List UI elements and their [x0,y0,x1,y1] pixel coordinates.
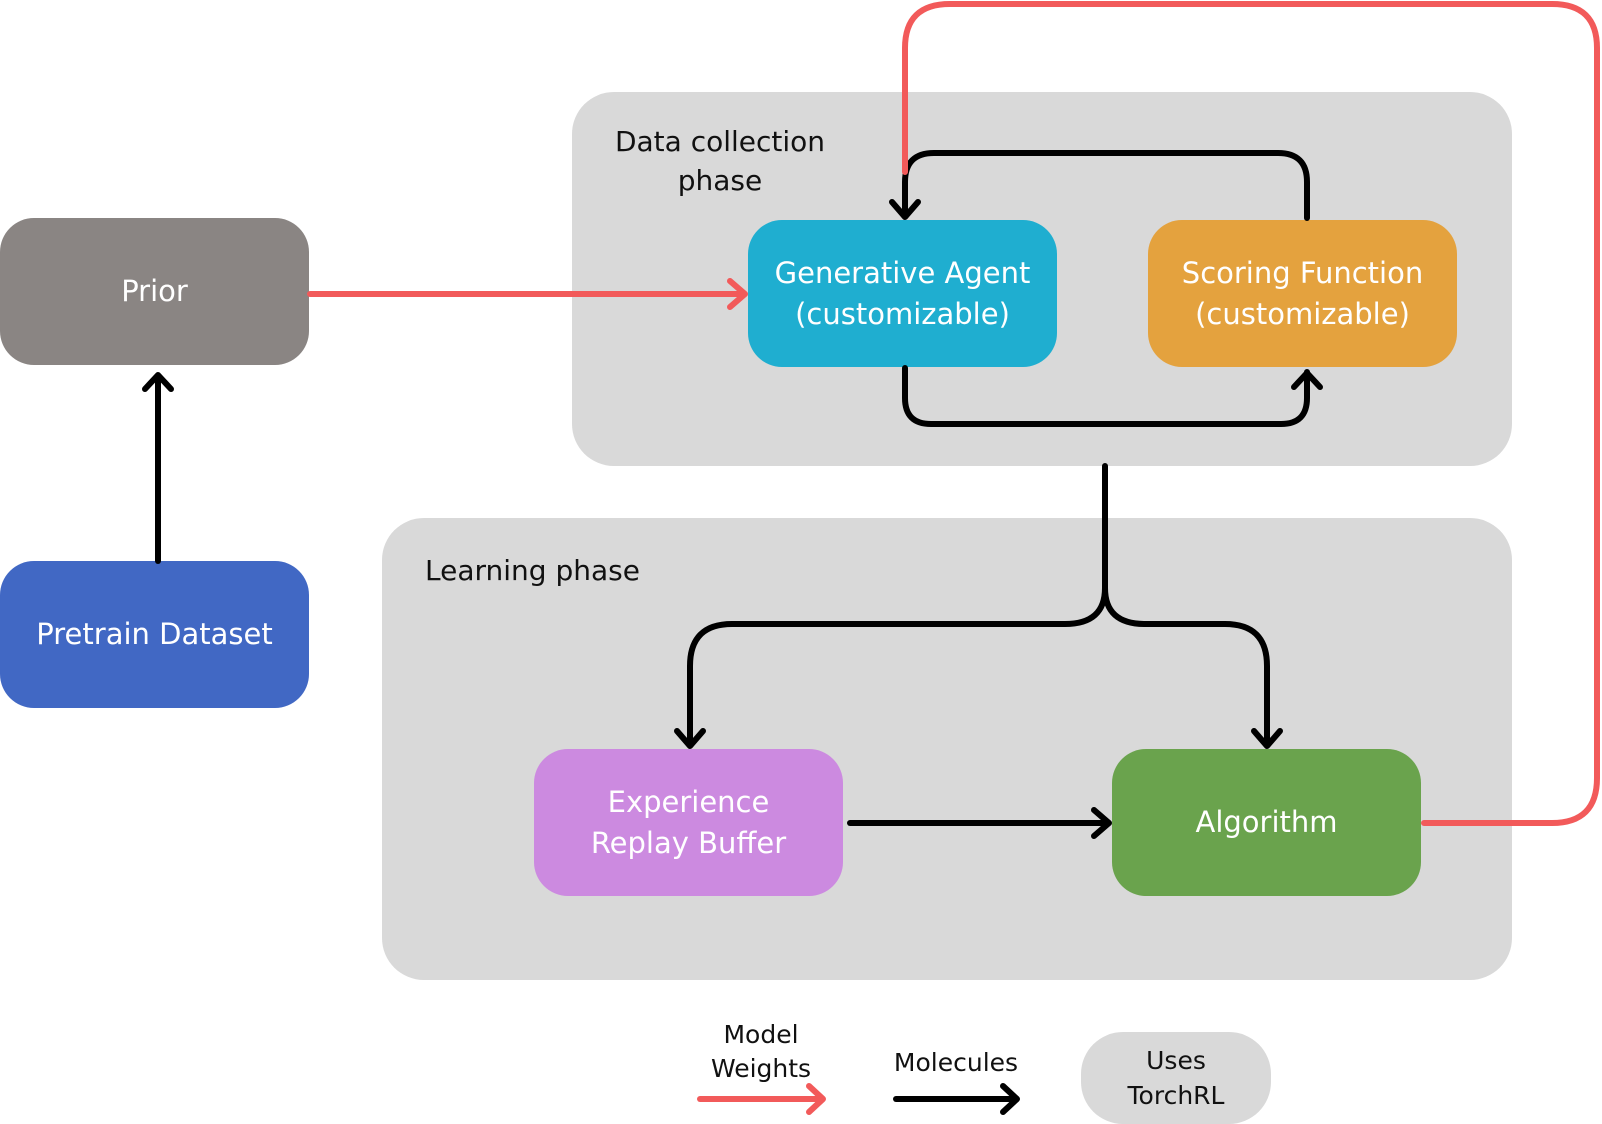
learning-phase-label: Learning phase [425,554,640,587]
algorithm-label: Algorithm [1195,805,1338,839]
legend-model-weights-label: Model Weights [710,1020,812,1083]
experience-replay-buffer-node: Experience Replay Buffer [534,749,843,896]
pretrain-dataset-label: Pretrain Dataset [36,617,273,651]
scoring-to-agent-arrow [902,150,1310,221]
generative-agent-node: Generative Agent (customizable) [748,220,1057,367]
algorithm-to-agent-weights-arrow [902,1,1600,826]
scoring-function-label: Scoring Function (customizable) [1181,255,1424,331]
legend-molecules-arrowhead [1000,1083,1020,1115]
buffer-to-algorithm-arrowhead [1091,807,1112,839]
legend-uses-torchrl: Uses TorchRL [1081,1032,1271,1124]
algorithm-node: Algorithm [1112,749,1421,896]
split-to-algorithm-arrowhead [1251,728,1283,749]
data-collection-phase-label: Data collection phase [614,125,826,197]
legend-model-weights-arrowhead [806,1083,826,1115]
scoring-to-agent-arrowhead [889,199,921,220]
data-collection-to-learning-connector [687,463,1108,748]
legend-uses-torchrl-label: Uses TorchRL [1127,1046,1225,1110]
pretrain-dataset-node: Pretrain Dataset [0,561,309,708]
agent-to-scoring-arrowhead [1291,370,1323,390]
generative-agent-label: Generative Agent (customizable) [774,255,1031,331]
prior-to-agent-arrowhead [727,278,748,310]
legend-molecules-label: Molecules [893,1048,1019,1077]
experience-replay-buffer-label: Experience Replay Buffer [590,784,787,860]
dataset-to-prior-arrowhead [142,372,174,392]
prior-label: Prior [121,274,188,308]
agent-to-scoring-arrow [902,365,1310,427]
scoring-function-node: Scoring Function (customizable) [1148,220,1457,367]
split-to-algorithm-connector [1102,585,1270,748]
split-to-buffer-arrowhead [674,728,706,749]
prior-node: Prior [0,218,309,365]
